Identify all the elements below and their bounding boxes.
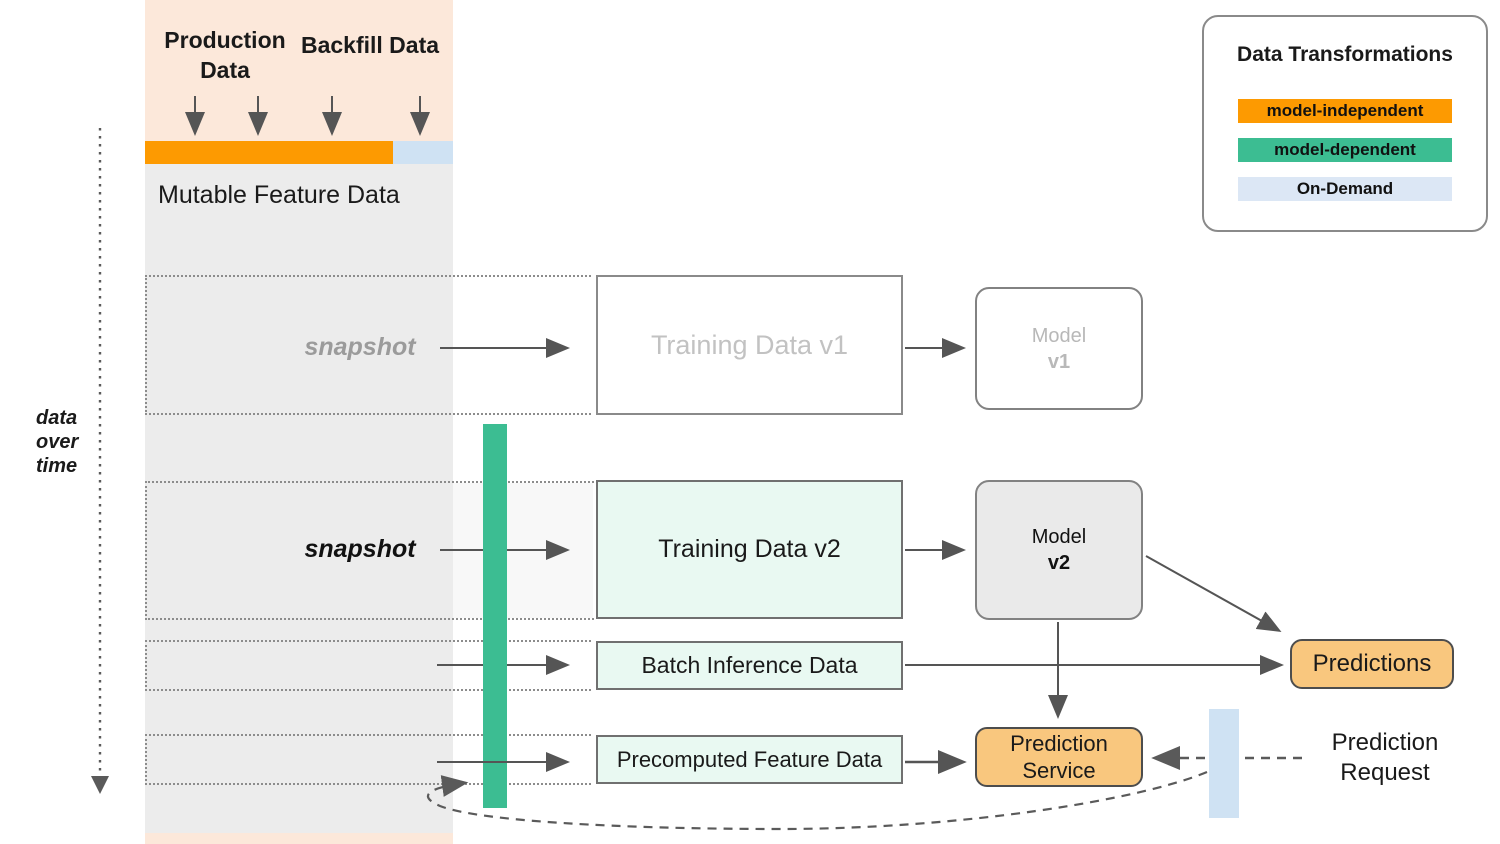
- prediction-service-box: Prediction Service: [975, 727, 1143, 787]
- training-data-v1-box: Training Data v1: [596, 275, 903, 415]
- backdrop-bottom-strip: [145, 833, 453, 844]
- mutable-feature-data-label: Mutable Feature Data: [158, 181, 400, 209]
- training-data-v1-label: Training Data v1: [650, 329, 849, 360]
- precomputed-feature-data-label: Precomputed Feature Data: [616, 746, 883, 772]
- prediction-service-line2: Service: [1022, 758, 1096, 783]
- snapshot-row-v2: [145, 481, 594, 620]
- precomputed-feature-data-box: Precomputed Feature Data: [596, 735, 903, 784]
- model-v1-line1: Model: [1031, 324, 1087, 347]
- batch-inference-row: [145, 640, 591, 691]
- time-axis-arrowhead: [91, 776, 109, 794]
- snapshot-v2-label: snapshot: [304, 535, 416, 563]
- model-v1-line2: v1: [1047, 350, 1071, 373]
- legend-swatch-on-demand: On-Demand: [1238, 177, 1452, 201]
- snapshot-v1-label: snapshot: [304, 333, 416, 361]
- training-data-v2-label: Training Data v2: [658, 535, 841, 563]
- predictions-box: Predictions: [1290, 639, 1454, 689]
- prediction-request-label: Prediction Request: [1331, 729, 1439, 786]
- backfill-data-label: Backfill Data: [300, 32, 440, 58]
- model-v2-to-predictions-arrow: [1145, 555, 1282, 632]
- legend-swatch-model-independent: model-independent: [1238, 99, 1452, 123]
- legend: Data Transformations model-independent m…: [1202, 15, 1488, 232]
- batch-inference-data-label: Batch Inference Data: [641, 652, 858, 678]
- prediction-service-line1: Prediction: [1010, 730, 1108, 756]
- predictions-label: Predictions: [1312, 650, 1432, 677]
- model-v2-line2: v2: [1047, 552, 1071, 574]
- precomputed-row: [145, 734, 591, 785]
- legend-title: Data Transformations: [1237, 43, 1453, 66]
- model-v2-line1: Model: [1031, 526, 1087, 548]
- snapshot-row-v1: [145, 275, 591, 415]
- training-data-v2-box: Training Data v2: [596, 480, 903, 619]
- batch-inference-data-box: Batch Inference Data: [596, 641, 903, 690]
- model-dependent-transform-bar: [483, 424, 507, 808]
- production-data-label: Production Data: [164, 27, 286, 83]
- model-v2-box: Model v2: [975, 480, 1143, 620]
- model-v1-box: Model v1: [975, 287, 1143, 410]
- on-demand-transform-segment: [393, 141, 453, 164]
- data-over-time-label: data over time: [36, 407, 79, 477]
- legend-swatch-model-dependent: model-dependent: [1238, 138, 1452, 162]
- on-demand-request-bar: [1209, 709, 1239, 818]
- model-independent-transform-bar: [145, 141, 393, 164]
